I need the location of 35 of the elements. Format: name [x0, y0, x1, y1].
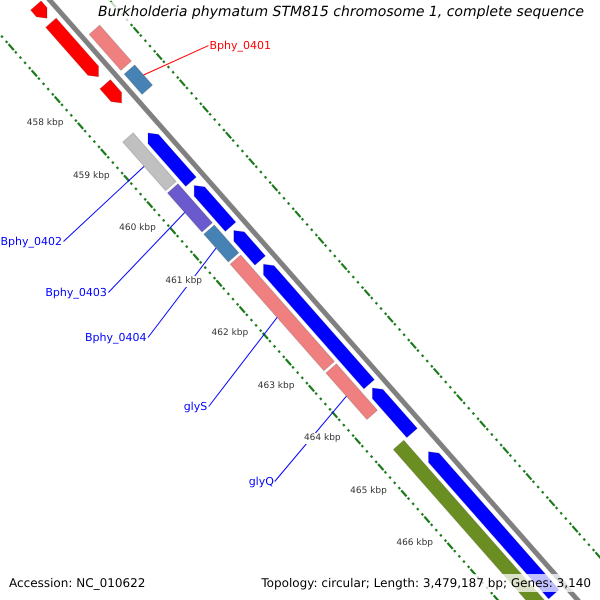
- gene-feature: [122, 132, 177, 192]
- leader-line: [63, 166, 145, 242]
- position-label: 458 kbp: [26, 118, 64, 130]
- position-label: 464 kbp: [302, 433, 342, 444]
- position-label: 461 kbp: [164, 276, 204, 287]
- gene-feature: [148, 132, 197, 188]
- gene-label: Bphy_0401: [210, 40, 272, 52]
- position-label: 465 kbp: [349, 486, 388, 497]
- leader-line: [208, 317, 278, 407]
- gene-feature: [166, 183, 214, 233]
- gene-feature: [233, 230, 266, 266]
- gene-feature: [30, 0, 48, 19]
- gene-feature: [372, 387, 418, 438]
- gene-feature: [230, 254, 336, 372]
- gene-feature: [203, 224, 240, 263]
- gene-feature: [124, 64, 154, 96]
- leader-line: [147, 248, 217, 338]
- gene-feature: [88, 24, 132, 72]
- gene-label: glyQ: [248, 476, 274, 487]
- leader-line: [143, 45, 209, 76]
- position-label: 466 kbp: [395, 538, 434, 550]
- gene-label: Bphy_0403: [45, 287, 107, 298]
- gene-label: Bphy_0402: [0, 236, 62, 247]
- position-label: 462 kbp: [210, 328, 250, 340]
- position-label: 459 kbp: [72, 170, 111, 182]
- gene-feature: [194, 184, 236, 232]
- gene-feature: [99, 78, 122, 104]
- gene-feature: [45, 17, 99, 78]
- leader-line: [274, 396, 347, 482]
- leader-line: [108, 212, 186, 293]
- gene-feature: [325, 363, 378, 420]
- gene-label: glyS: [184, 401, 208, 412]
- position-label: 463 kbp: [256, 380, 296, 392]
- gene-label: Bphy_0404: [84, 332, 146, 343]
- position-label: 460 kbp: [118, 223, 157, 234]
